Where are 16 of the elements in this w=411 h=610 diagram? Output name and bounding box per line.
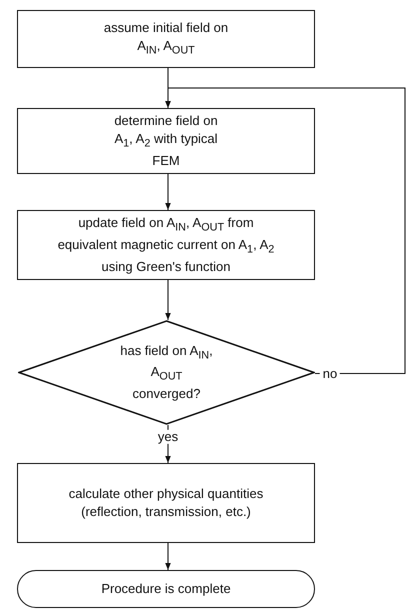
node-text: Procedure is complete: [101, 580, 231, 598]
arrow: [165, 280, 171, 320]
node-text: assume initial field on A$_{IN}$, A$_{OUT}$: [102, 19, 230, 59]
node-text: calculate other physical quantities (reflection, transmission, etc.): [68, 484, 264, 521]
process-box: [17, 108, 315, 174]
node-text: determine field on A$_{1}$, A$_{2}$ with typical FEM: [113, 112, 219, 170]
terminal-box: [17, 570, 315, 608]
arrow: [165, 174, 171, 210]
process-box: [17, 10, 315, 68]
node-text: update field on A$_{IN}$, A$_{OUT}$ from equivalent magnetic current on A$_{1}$, A$_{2}$ using Green's function: [57, 214, 275, 276]
process-box: [17, 463, 315, 543]
process-box: [17, 210, 315, 280]
decision-diamond: [18, 320, 315, 425]
arrow: [165, 88, 406, 374]
node-text: has field on A$_{IN}$, A$_{OUT}$ converged?: [119, 342, 214, 404]
arrow: [165, 542, 171, 570]
